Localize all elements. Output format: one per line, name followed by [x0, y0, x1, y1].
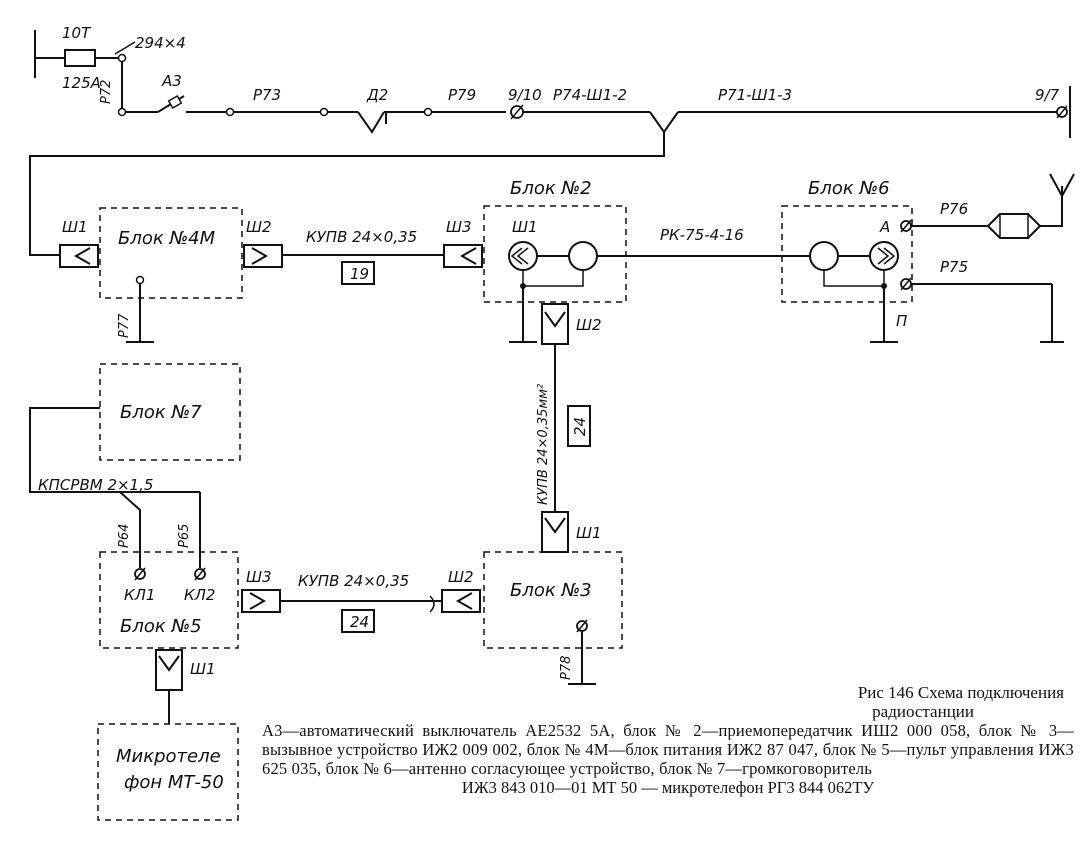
b2-sh1-label: Ш1: [512, 218, 538, 236]
block-2-title: Блок №2: [510, 178, 592, 199]
tag-24-vertical: 24: [571, 417, 589, 436]
antenna-icon: [1049, 173, 1075, 199]
handset-line-2: фон МТ-50: [124, 772, 224, 793]
handset-line-1: Микротеле: [116, 746, 221, 767]
tag-24-horizontal: 24: [350, 613, 369, 631]
block-4m: [99, 207, 243, 299]
kl2-label: КЛ2: [184, 586, 215, 604]
connector-b4-sh1: [59, 244, 99, 268]
r76-label: Р76: [940, 200, 968, 218]
caption-title-2: радиостанции: [872, 702, 974, 721]
block-4m-title: Блок №4М: [118, 228, 216, 249]
block-5: [99, 551, 239, 649]
connector-b3-sh2: [441, 589, 481, 613]
r74-label: Р74-Ш1-2: [553, 86, 627, 104]
r73-label: Р73: [253, 86, 281, 104]
connector-b3-sh1: [541, 511, 569, 553]
b2-coax-socket-1: [508, 241, 538, 271]
kupv-cable-1-label: КУПВ 24×0,35: [306, 228, 417, 246]
r71-label: Р71-Ш1-3: [718, 86, 792, 104]
fuse-label: 10Т: [62, 24, 92, 42]
r75-label: Р75: [940, 258, 968, 276]
b3-sh2-label: Ш2: [448, 568, 474, 586]
d2-label: Д2: [366, 86, 388, 104]
rk-cable-label: РК-75-4-16: [660, 226, 744, 244]
b3-sh1-label: Ш1: [576, 524, 602, 542]
block-7-title: Блок №7: [120, 402, 202, 423]
connector-b5-sh3: [241, 589, 281, 613]
r64-label: Р64: [117, 524, 132, 548]
power-input: [34, 30, 158, 117]
figure-caption: Рис 146 Схема подключения радиостанции А…: [262, 683, 1074, 797]
block-2: [483, 205, 627, 303]
handset-mt50: [97, 723, 239, 821]
b5-sh3-label: Ш3: [246, 568, 272, 586]
connector-b2-sh2: [541, 303, 569, 345]
b2-sh2-label: Ш2: [576, 316, 602, 334]
r78-label: Р78: [559, 656, 574, 680]
b6-pin-a-label: А: [879, 218, 890, 236]
r65-label: Р65: [177, 524, 192, 548]
b6-coax-socket-2: [869, 241, 899, 271]
block-3-title: Блок №3: [510, 580, 592, 601]
b2-sh3-label: Ш3: [446, 218, 472, 236]
b6-coax-socket-1: [809, 241, 839, 271]
connector-b4-sh2: [243, 244, 283, 268]
block-6: [781, 205, 913, 303]
b6-pin-p-label: П: [896, 312, 907, 330]
b4-sh2-label: Ш2: [246, 218, 272, 236]
connector-b5-sh1: [155, 649, 183, 691]
caption-last-line: ИЖ3 843 010—01 МТ 50 — микротелефон РГ3 …: [461, 778, 875, 797]
breaker-a3: [157, 95, 230, 113]
connector-b2-sh3: [443, 244, 483, 268]
contact-d2: [357, 111, 506, 134]
term-9-7-label: 9/7: [1035, 86, 1060, 104]
main-cable-label: 294×4: [135, 34, 186, 52]
b4-sh1-label: Ш1: [62, 218, 88, 236]
r79-label: Р79: [448, 86, 476, 104]
kl1-label: КЛ1: [124, 586, 155, 604]
block-5-title: Блок №5: [120, 616, 202, 637]
fuse-rating-label: 125А: [62, 74, 101, 92]
b5-sh1-label: Ш1: [190, 660, 216, 678]
caption-body: А3—автоматический выключатель АЕ2532 5А,…: [262, 721, 1074, 778]
kupv-vertical-label: КУПВ 24×0,35мм²: [536, 384, 551, 505]
term-9-10-label: 9/10: [508, 86, 542, 104]
tag-19: 19: [350, 265, 369, 283]
kupv-cable-2-label: КУПВ 24×0,35: [298, 572, 409, 590]
kpsrvm-cable-label: КПСРВМ 2×1,5: [38, 476, 153, 494]
block-7: [99, 363, 241, 461]
r77-label: Р77: [117, 313, 132, 338]
antenna-insulator: [986, 213, 1042, 239]
block-6-title: Блок №6: [808, 178, 890, 199]
r72-label: Р72: [99, 80, 114, 104]
a3-label: А3: [161, 72, 182, 90]
b2-coax-socket-2: [568, 241, 598, 271]
caption-title: Рис 146 Схема подключения: [857, 683, 1064, 702]
